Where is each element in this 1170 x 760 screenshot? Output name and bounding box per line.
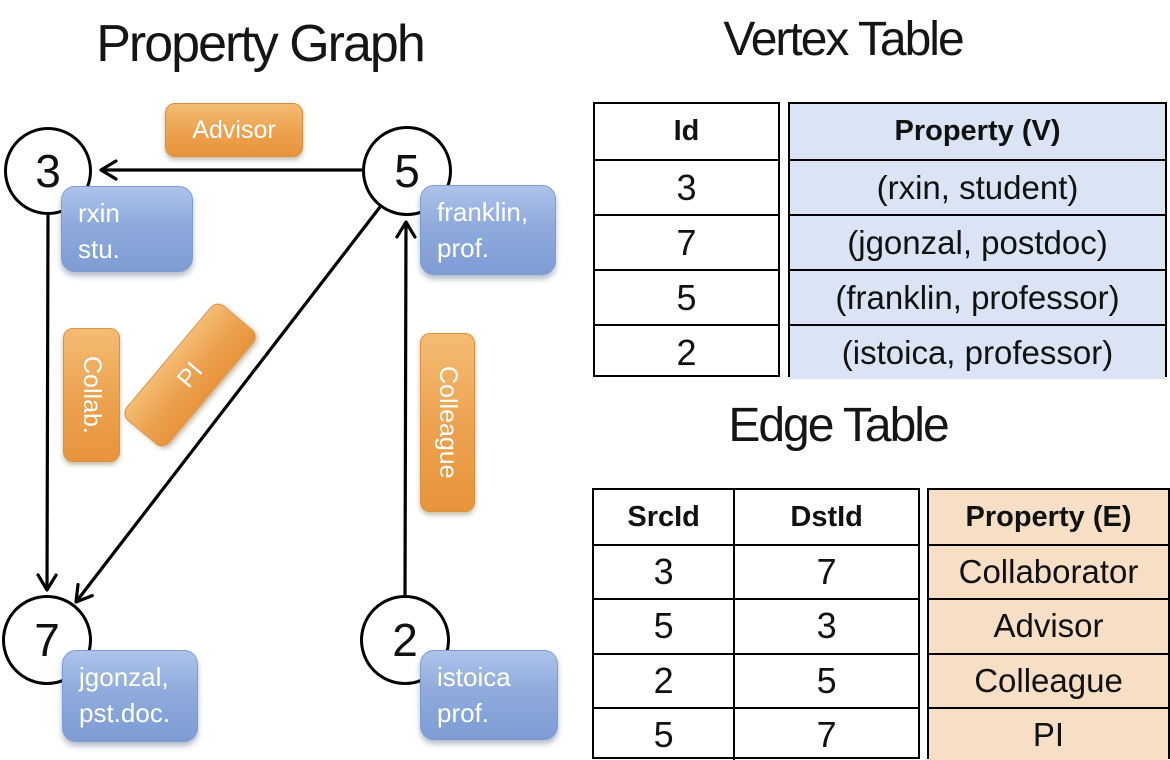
vertex-table-header-row: Property (V) bbox=[790, 104, 1165, 159]
vertex-prop-istoica-line1: istoica bbox=[437, 662, 511, 692]
edge-table-header-property: Property (E) bbox=[965, 500, 1132, 533]
table-row: Collaborator bbox=[929, 544, 1168, 599]
graph-edges-canvas bbox=[36, 159, 417, 604]
vertex-table-header-property: Property (V) bbox=[894, 115, 1061, 147]
vertex-id-cell: 3 bbox=[676, 166, 697, 208]
table-row: 7 bbox=[595, 214, 778, 269]
edge-table-title: Edge Table bbox=[728, 399, 949, 452]
edge-3-to-7 bbox=[36, 213, 58, 592]
table-row: 5 7 bbox=[594, 706, 918, 760]
vertex-table-header-id: Id bbox=[673, 115, 700, 147]
vertex-prop-franklin-line1: franklin, bbox=[437, 197, 529, 227]
edge-table-id-columns: SrcId DstId 3 7 5 3 2 5 5 7 bbox=[592, 488, 920, 760]
table-row: PI bbox=[929, 706, 1168, 760]
vertex-table-header-row: Id bbox=[595, 104, 778, 159]
edge-table-property-column: Property (E) Collaborator Advisor Collea… bbox=[927, 488, 1170, 760]
property-graph-title: Property Graph bbox=[96, 15, 426, 73]
edge-dst-cell: 7 bbox=[733, 546, 918, 599]
vertex-id-cell: 5 bbox=[676, 276, 697, 318]
node-id-5: 5 bbox=[394, 145, 420, 197]
table-row: (jgonzal, postdoc) bbox=[790, 214, 1165, 269]
vertex-prop-jgonzal-line2: pst.doc. bbox=[79, 698, 171, 728]
edge-2-to-5 bbox=[395, 220, 417, 597]
edge-dst-cell: 3 bbox=[733, 600, 918, 653]
vertex-table-id-column: Id 3 7 5 2 bbox=[593, 102, 780, 377]
edge-table-header-srcid: SrcId bbox=[627, 500, 700, 533]
edge-property-cell: Collaborator bbox=[958, 553, 1139, 591]
vertex-prop-istoica: istoica prof. bbox=[420, 650, 558, 740]
table-row: 5 bbox=[595, 269, 778, 324]
edge-property-cell: Advisor bbox=[993, 607, 1104, 645]
table-row: 3 7 bbox=[594, 544, 918, 599]
edge-5-to-7 bbox=[74, 206, 382, 604]
edge-dst-cell: 5 bbox=[733, 654, 918, 707]
edge-property-cell: Colleague bbox=[974, 661, 1123, 699]
edge-property-cell: PI bbox=[1032, 715, 1065, 753]
vertex-property-cell: (jgonzal, postdoc) bbox=[847, 223, 1108, 261]
vertex-prop-franklin: franklin, prof. bbox=[420, 185, 556, 275]
vertex-prop-rxin: rxin stu. bbox=[61, 186, 193, 272]
vertex-property-cell: (istoica, professor) bbox=[841, 333, 1114, 371]
node-circle-5: 5 bbox=[362, 126, 452, 216]
vertex-prop-rxin-line2: stu. bbox=[78, 234, 120, 264]
edge-src-cell: 5 bbox=[653, 713, 674, 755]
vertex-table-title: Vertex Table bbox=[723, 13, 964, 66]
edge-table-header-dstid: DstId bbox=[733, 490, 918, 545]
table-row: 5 3 bbox=[594, 598, 918, 653]
edge-src-cell: 3 bbox=[653, 551, 674, 593]
vertex-prop-franklin-line2: prof. bbox=[437, 233, 490, 263]
edge-src-cell: 5 bbox=[653, 605, 674, 647]
table-row: Advisor bbox=[929, 598, 1168, 653]
table-row: 3 bbox=[595, 159, 778, 214]
vertex-property-cell: (franklin, professor) bbox=[835, 278, 1120, 316]
vertex-id-cell: 2 bbox=[676, 331, 697, 373]
edge-src-cell: 2 bbox=[653, 659, 674, 701]
edge-label-colleague: Colleague bbox=[420, 333, 475, 512]
table-row: 2 bbox=[595, 324, 778, 379]
vertex-prop-rxin-line1: rxin bbox=[78, 198, 120, 228]
table-row: (istoica, professor) bbox=[790, 324, 1165, 379]
node-id-2: 2 bbox=[392, 614, 418, 666]
vertex-prop-jgonzal: jgonzal, pst.doc. bbox=[62, 650, 198, 742]
edge-table-header-row: SrcId DstId bbox=[594, 490, 918, 545]
table-row: Colleague bbox=[929, 652, 1168, 707]
vertex-table-property-column: Property (V) (rxin, student) (jgonzal, p… bbox=[788, 102, 1167, 379]
vertex-id-cell: 7 bbox=[676, 221, 697, 263]
table-row: (franklin, professor) bbox=[790, 269, 1165, 324]
edge-label-advisor: Advisor bbox=[165, 103, 303, 157]
table-row: (rxin, student) bbox=[790, 159, 1165, 214]
node-circle-2: 2 bbox=[360, 595, 450, 685]
table-row: 2 5 bbox=[594, 652, 918, 707]
node-id-7: 7 bbox=[34, 614, 60, 666]
vertex-prop-istoica-line2: prof. bbox=[437, 698, 490, 728]
node-id-3: 3 bbox=[35, 145, 61, 197]
edge-label-collab: Collab. bbox=[63, 328, 120, 462]
edge-table-header-row: Property (E) bbox=[929, 490, 1168, 545]
edge-dst-cell: 7 bbox=[733, 708, 918, 760]
vertex-property-cell: (rxin, student) bbox=[876, 168, 1079, 206]
vertex-prop-jgonzal-line1: jgonzal, bbox=[79, 662, 169, 692]
